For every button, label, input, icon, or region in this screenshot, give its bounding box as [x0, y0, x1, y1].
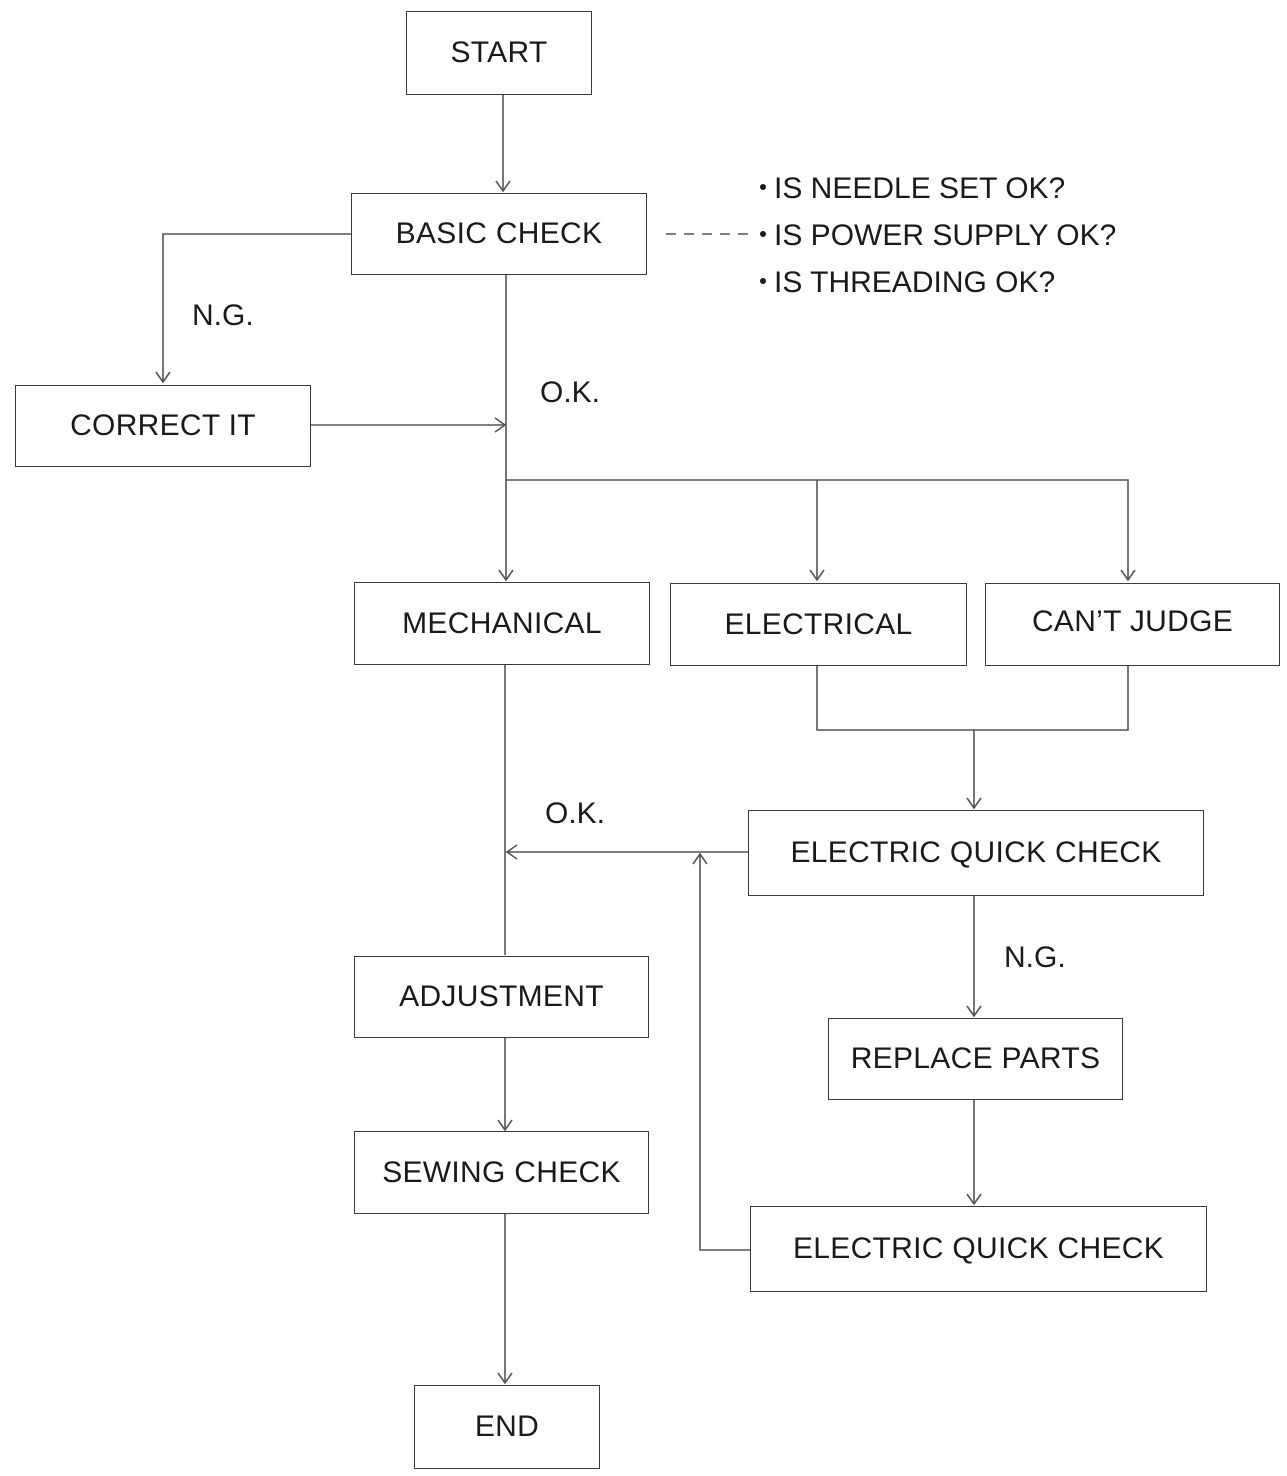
arrowhead — [809, 569, 825, 582]
arrowhead — [1120, 569, 1136, 582]
arrowhead — [497, 1119, 513, 1132]
arrowhead — [155, 371, 171, 384]
arrowhead — [966, 797, 982, 810]
connector-quick2-return — [699, 854, 750, 1251]
note-threading: IS THREADING OK? — [760, 268, 1055, 298]
bullet-icon — [760, 278, 766, 285]
node-electric-quick-check-1: ELECTRIC QUICK CHECK — [748, 810, 1204, 896]
note-text: IS THREADING OK? — [774, 266, 1056, 299]
label-ng-quick: N.G. — [1004, 941, 1066, 974]
node-sewing-check: SEWING CHECK — [354, 1131, 649, 1214]
note-power-supply: IS POWER SUPPLY OK? — [760, 221, 1116, 251]
arrowhead — [497, 1372, 513, 1385]
arrowhead — [505, 844, 518, 860]
bullet-icon — [760, 184, 766, 191]
note-text: IS POWER SUPPLY OK? — [774, 219, 1117, 252]
node-mechanical: MECHANICAL — [354, 582, 650, 665]
node-adjustment: ADJUSTMENT — [354, 956, 649, 1038]
node-replace-parts: REPLACE PARTS — [828, 1018, 1123, 1100]
label-ok-quick: O.K. — [545, 797, 606, 830]
node-start: START — [406, 11, 592, 95]
connector-branch — [506, 479, 1129, 580]
label-ok-basic: O.K. — [540, 376, 601, 409]
node-correct-it: CORRECT IT — [15, 385, 311, 467]
note-text: IS NEEDLE SET OK? — [774, 172, 1066, 205]
connector-basic-correct — [162, 233, 351, 382]
arrowhead — [966, 1005, 982, 1018]
arrowhead — [498, 569, 514, 582]
arrowhead — [966, 1193, 982, 1206]
bullet-icon — [760, 231, 766, 238]
node-electrical: ELECTRICAL — [670, 583, 967, 666]
node-electric-quick-check-2: ELECTRIC QUICK CHECK — [750, 1206, 1207, 1292]
node-basic-check: BASIC CHECK — [351, 193, 647, 275]
node-end: END — [414, 1385, 600, 1469]
label-ng-basic: N.G. — [192, 299, 254, 332]
arrowhead — [494, 417, 507, 433]
connector-merge-quick — [816, 666, 1129, 731]
arrowhead — [495, 180, 511, 193]
node-cant-judge: CAN’T JUDGE — [985, 583, 1280, 666]
note-needle-set: IS NEEDLE SET OK? — [760, 174, 1065, 204]
arrowhead — [692, 852, 708, 865]
